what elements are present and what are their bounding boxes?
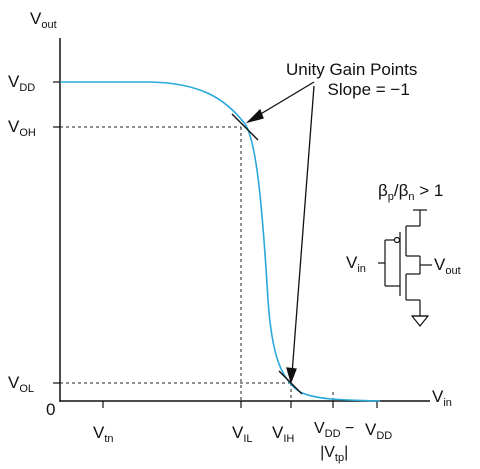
x-tick-vil: VIL (232, 423, 253, 445)
inverter-vout-label: Vout (434, 255, 461, 277)
x-tick-vih: VIH (272, 423, 295, 445)
beta-ratio-label: βp/βn > 1 (378, 181, 444, 203)
x-tick-vtn: Vtn (93, 423, 114, 445)
y-tick-vol: VOL (8, 373, 35, 395)
tangent-vil (231, 113, 259, 141)
y-axis-title: Vout (30, 9, 57, 31)
unity-gain-annotation: Unity Gain Points Slope = −1 (286, 60, 417, 100)
annotation-arrows (245, 81, 315, 385)
x-tick-vdd-minus-vtp: VDD − |Vtp| (314, 420, 355, 464)
x-axis-title: Vin (432, 387, 452, 409)
annotation-line2: Slope = −1 (327, 80, 410, 99)
inverter-vin-label: Vin (346, 253, 366, 275)
guide-lines (60, 126, 334, 401)
inverter-schematic (378, 209, 432, 327)
x-tick-vdd: VDD (365, 420, 393, 442)
y-tick-voh: VOH (8, 117, 36, 139)
origin-label: 0 (46, 400, 56, 419)
vtc-curve (60, 81, 381, 402)
y-tick-vdd: VDD (8, 72, 36, 94)
annotation-line1: Unity Gain Points (286, 60, 418, 79)
